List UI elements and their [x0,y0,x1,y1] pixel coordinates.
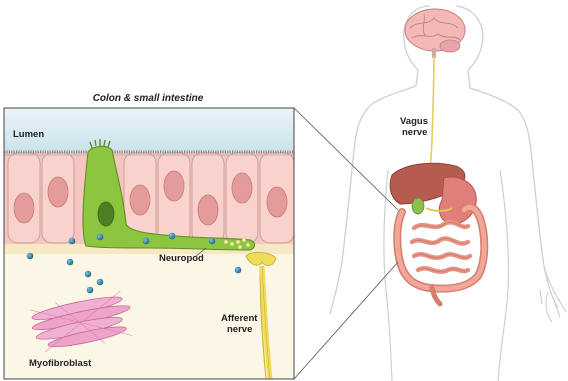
neuropod-nucleus [98,202,114,226]
vagus-nerve-label-line2: nerve [402,127,427,138]
human-body [294,6,566,381]
afferent-nerve-label-line1: Afferent [221,313,257,324]
lumen-label: Lumen [13,129,44,140]
right-hand [540,268,566,322]
inset-panel [4,108,294,379]
lumen-region [4,108,294,154]
zoom-line-bottom [294,262,398,379]
intestines [397,207,484,304]
myofibroblast-label: Myofibroblast [29,358,91,369]
vagus-nerve-label-line1: Vagus [400,116,428,127]
brain-icon [405,9,465,58]
afferent-nerve-label-line2: nerve [227,324,252,335]
panel-title: Colon & small intestine [0,93,296,104]
neuropod-label: Neuropod [159,253,204,264]
zoom-line-top [294,108,398,210]
body-outline [330,6,558,314]
right-arm-inner [498,170,509,381]
left-arm-inner [384,170,392,381]
